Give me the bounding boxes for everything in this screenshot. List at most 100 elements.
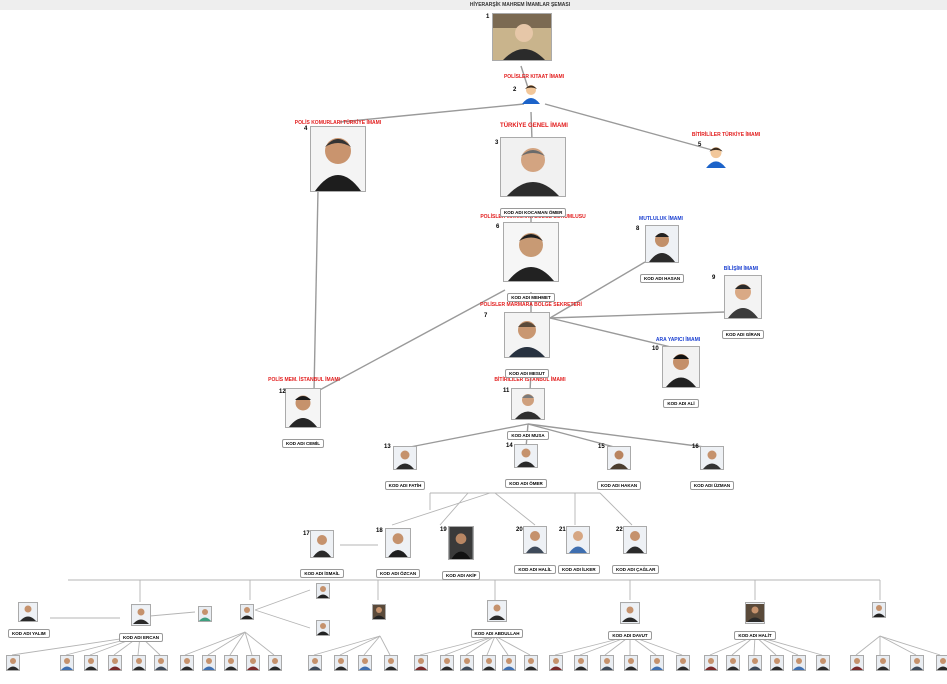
node-2-user-icon[interactable]: [521, 84, 541, 109]
caption: [376, 558, 420, 562]
code-name-badge: KOD ADI HALİT: [734, 631, 776, 640]
bottom-row-portrait[interactable]: [850, 655, 864, 671]
link-7-10: [549, 317, 676, 349]
node-5-user-icon[interactable]: [705, 146, 727, 173]
code-name-badge: KOD ADI MUSA: [507, 431, 549, 440]
bottom-row-portrait[interactable]: [108, 655, 122, 671]
bottom-row-portrait[interactable]: [816, 655, 830, 671]
portrait-photo: [18, 602, 38, 622]
bottom-row-portrait[interactable]: [6, 655, 20, 671]
bottom-row-portrait[interactable]: [524, 655, 538, 671]
bottom-row-portrait[interactable]: [180, 655, 194, 671]
bottom-row-portrait[interactable]: [268, 655, 282, 671]
caption: [276, 428, 330, 432]
bottom-row-portrait[interactable]: [600, 655, 614, 671]
link-7-9: [549, 311, 726, 319]
node-17[interactable]: KOD ADI İSMAİL: [300, 530, 344, 580]
node-18[interactable]: KOD ADI ÖZCAN: [376, 528, 421, 580]
node-24[interactable]: KOD ADI ERCAN: [118, 604, 164, 644]
bottom-row-portrait[interactable]: [202, 655, 216, 671]
node-number: 17: [303, 531, 310, 537]
small-node-portrait[interactable]: [316, 583, 330, 599]
node-13[interactable]: KOD ADI FATİH: [382, 446, 428, 492]
node-22[interactable]: KOD ADI ÇAĞLAR: [612, 526, 660, 576]
bottom-row-portrait[interactable]: [624, 655, 638, 671]
node-16[interactable]: KOD ADI ÜZMAN: [689, 446, 735, 492]
small-node-portrait[interactable]: [240, 604, 254, 620]
code-name-badge: KOD ADI İSMAİL: [300, 569, 344, 578]
bottom-row-portrait[interactable]: [936, 655, 947, 671]
bottom-row-portrait[interactable]: [876, 655, 890, 671]
bottom-row-portrait[interactable]: [549, 655, 563, 671]
bottom-row-portrait[interactable]: [84, 655, 98, 671]
bottom-row-portrait[interactable]: [246, 655, 260, 671]
node-number: 2: [513, 87, 517, 93]
node-4[interactable]: [310, 126, 366, 192]
small-node-portrait[interactable]: [198, 606, 212, 622]
node-15[interactable]: KOD ADI HAKAN: [596, 446, 642, 492]
bottom-row-portrait[interactable]: [792, 655, 806, 671]
bottom-row-portrait[interactable]: [574, 655, 588, 671]
node-3[interactable]: KOD ADI KOCAMAN ÖMER: [500, 137, 567, 219]
bottom-row-portrait[interactable]: [334, 655, 348, 671]
node-number: 12: [279, 389, 286, 395]
bottom-row-portrait[interactable]: [308, 655, 322, 671]
node-11[interactable]: KOD ADI MUSA: [500, 388, 556, 442]
bottom-row-portrait[interactable]: [910, 655, 924, 671]
node-19[interactable]: KOD ADI AKİF: [442, 526, 481, 582]
small-node-portrait[interactable]: [316, 620, 330, 636]
node-9[interactable]: KOD ADI GİRAN: [716, 275, 770, 341]
bottom-row-portrait[interactable]: [650, 655, 664, 671]
bottom-row-portrait[interactable]: [676, 655, 690, 671]
node-number: 15: [598, 444, 605, 450]
node-7[interactable]: KOD ADI MESUT: [490, 312, 564, 380]
code-name-badge: KOD ADI ALİ: [663, 399, 699, 408]
node-21[interactable]: KOD ADI İLKER: [558, 526, 600, 576]
bottom-row-portrait[interactable]: [502, 655, 516, 671]
small-node-portrait[interactable]: [872, 602, 886, 618]
link-7-8: [549, 261, 646, 319]
bottom-row-portrait[interactable]: [770, 655, 784, 671]
bottom-row-portrait[interactable]: [60, 655, 74, 671]
user-icon: [706, 147, 726, 168]
portrait-photo: [310, 126, 366, 192]
node-12[interactable]: KOD ADI CEMİL: [276, 388, 330, 450]
node-20[interactable]: KOD ADI HALİL: [513, 526, 557, 576]
node-1[interactable]: [492, 13, 552, 65]
bottom-row-portrait[interactable]: [132, 655, 146, 671]
node-10[interactable]: KOD ADI ALİ: [657, 346, 705, 410]
bottom-row-portrait[interactable]: [358, 655, 372, 671]
node-23[interactable]: KOD ADI YALIM: [8, 602, 50, 640]
caption: [657, 388, 705, 392]
code-name-badge: KOD ADI MESUT: [505, 369, 549, 378]
portrait-photo: [448, 526, 474, 560]
small-node-portrait[interactable]: [372, 604, 386, 620]
node-26[interactable]: KOD ADI DAVUT: [606, 602, 654, 642]
bottom-row-portrait[interactable]: [748, 655, 762, 671]
caption: [382, 470, 428, 474]
bottom-row-portrait[interactable]: [384, 655, 398, 671]
bottom-row-portrait[interactable]: [440, 655, 454, 671]
node-8[interactable]: KOD ADI HASAN: [640, 225, 685, 285]
node-27[interactable]: KOD ADI HALİT: [732, 602, 778, 642]
bottom-row-portrait[interactable]: [460, 655, 474, 671]
caption: [500, 197, 566, 201]
node-14[interactable]: KOD ADI ÖMER: [503, 444, 549, 490]
bottom-row-portrait[interactable]: [224, 655, 238, 671]
link-6-12: [315, 289, 506, 393]
link-11-13: [404, 423, 529, 449]
node-number: 20: [516, 527, 523, 533]
node-6[interactable]: KOD ADI MEHMET: [500, 222, 562, 304]
bottom-row-portrait[interactable]: [154, 655, 168, 671]
link-4-12: [313, 189, 319, 393]
bottom-row-portrait[interactable]: [414, 655, 428, 671]
header-bar: [0, 0, 947, 10]
node-25[interactable]: KOD ADI ABDULLAH: [470, 600, 524, 640]
node-number: 13: [384, 444, 391, 450]
portrait-photo: [310, 530, 334, 558]
bottom-row-portrait[interactable]: [726, 655, 740, 671]
caption: [500, 282, 562, 286]
portrait-photo: [620, 602, 640, 624]
bottom-row-portrait[interactable]: [704, 655, 718, 671]
bottom-row-portrait[interactable]: [482, 655, 496, 671]
